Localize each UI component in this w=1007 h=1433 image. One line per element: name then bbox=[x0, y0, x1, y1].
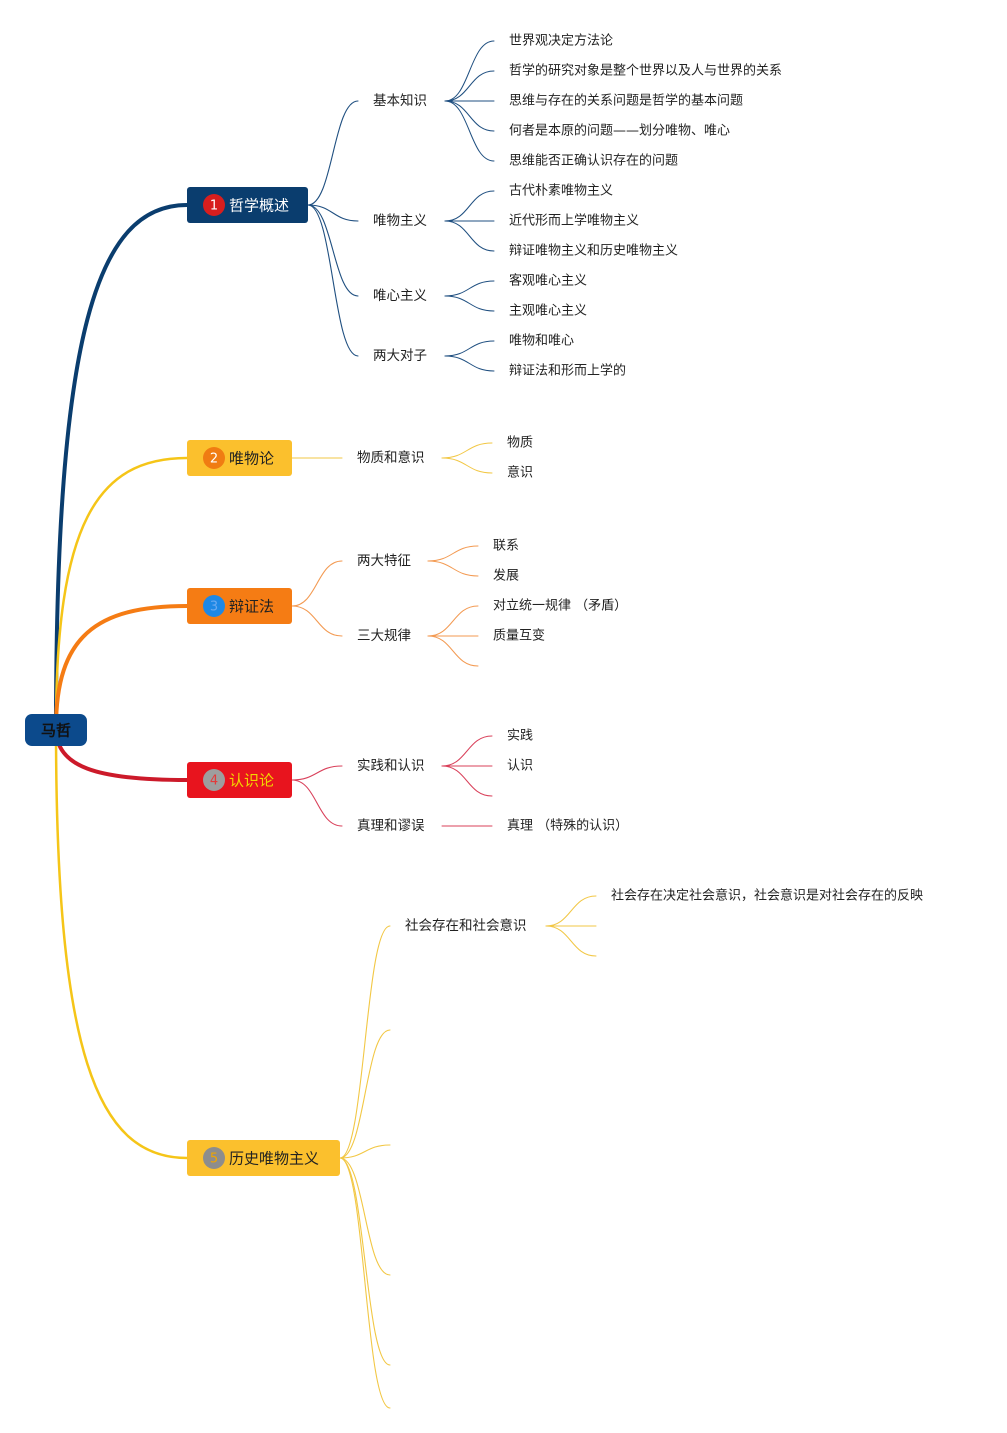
branch-3-label[interactable]: 辩证法 bbox=[229, 598, 274, 616]
leaf-link-1-4-1 bbox=[444, 340, 495, 357]
branch-5-box[interactable] bbox=[187, 1140, 340, 1176]
leaf-3-2-2[interactable]: 质量互变 bbox=[493, 628, 545, 644]
root-link-branch-5 bbox=[54, 726, 189, 1160]
branch-4-number: 4 bbox=[210, 774, 218, 789]
leaf-2-1-1[interactable]: 物质 bbox=[507, 436, 533, 451]
leaf-link-1-1-5 bbox=[444, 100, 495, 162]
branch-5-link-sub-6 bbox=[339, 1157, 391, 1409]
leaf-1-1-2[interactable]: 哲学的研究对象是整个世界以及人与世界的关系 bbox=[509, 63, 782, 79]
leaf-4-2-1[interactable]: 真理 （特殊的认识） bbox=[507, 818, 628, 834]
leaf-link-5-1-3 bbox=[545, 925, 597, 957]
branch-5-link-sub-3 bbox=[339, 1144, 391, 1159]
leaf-1-3-1[interactable]: 客观唯心主义 bbox=[509, 273, 587, 289]
sub-topic-4-2[interactable]: 真理和谬误 bbox=[357, 818, 425, 834]
sub-topic-2-1[interactable]: 物质和意识 bbox=[357, 449, 425, 466]
leaf-link-3-2-1 bbox=[427, 605, 479, 637]
branch-4-link-sub-2 bbox=[291, 779, 343, 827]
branch-2-number-badge bbox=[203, 447, 225, 469]
sub-topic-1-3[interactable]: 唯心主义 bbox=[373, 288, 427, 304]
leaf-3-2-1[interactable]: 对立统一规律 （矛盾） bbox=[493, 599, 627, 614]
leaf-1-2-1[interactable]: 古代朴素唯物主义 bbox=[509, 184, 613, 199]
branch-1[interactable]: 1 哲学概述 bbox=[187, 187, 308, 223]
branch-5-number-badge bbox=[203, 1147, 225, 1169]
sub-topic-3-2[interactable]: 三大规律 bbox=[357, 628, 411, 644]
leaf-link-2-1-1 bbox=[441, 442, 493, 459]
leaf-3-1-1[interactable]: 联系 bbox=[493, 539, 519, 554]
branch-4[interactable]: 4 认识论 bbox=[187, 762, 292, 798]
sub-topic-1-1[interactable]: 基本知识 bbox=[373, 92, 427, 109]
leaf-link-1-4-2 bbox=[444, 355, 495, 372]
branch-5-link-sub-4 bbox=[339, 1157, 391, 1276]
leaf-link-1-2-3 bbox=[444, 220, 495, 252]
leaf-link-1-1-1 bbox=[444, 40, 495, 102]
leaf-link-3-1-1 bbox=[427, 545, 479, 562]
leaf-4-1-1[interactable]: 实践 bbox=[507, 729, 533, 744]
sub-topic-1-2[interactable]: 唯物主义 bbox=[373, 213, 427, 229]
branch-3-link-sub-1 bbox=[291, 560, 343, 607]
leaf-link-4-1-3 bbox=[441, 765, 493, 797]
leaf-link-1-3-1 bbox=[444, 280, 495, 297]
branch-1-link-sub-2 bbox=[307, 204, 359, 222]
leaf-1-4-2[interactable]: 辩证法和形而上学的 bbox=[509, 363, 626, 379]
leaf-link-1-2-1 bbox=[444, 190, 495, 222]
leaf-link-4-1-1 bbox=[441, 735, 493, 767]
leaf-link-3-2-3 bbox=[427, 635, 479, 667]
leaf-3-1-2[interactable]: 发展 bbox=[493, 568, 519, 584]
root-link-branch-2 bbox=[54, 456, 189, 730]
branch-4-link-sub-1 bbox=[291, 765, 343, 781]
leaf-5-1-1[interactable]: 社会存在决定社会意识，社会意识是对社会存在的反映 bbox=[611, 888, 923, 904]
branch-3-number: 3 bbox=[210, 600, 218, 615]
mind-map-links bbox=[54, 40, 597, 1409]
branch-1-link-sub-1 bbox=[307, 100, 359, 206]
branch-5-label[interactable]: 历史唯物主义 bbox=[229, 1150, 319, 1168]
branch-5-link-sub-5 bbox=[339, 1157, 391, 1366]
leaf-1-1-5[interactable]: 思维能否正确认识存在的问题 bbox=[509, 153, 678, 169]
leaf-link-1-3-2 bbox=[444, 295, 495, 312]
leaf-link-1-1-4 bbox=[444, 100, 495, 132]
leaf-1-1-3[interactable]: 思维与存在的关系问题是哲学的基本问题 bbox=[509, 93, 743, 109]
branch-2-label[interactable]: 唯物论 bbox=[229, 450, 274, 468]
leaf-1-3-2[interactable]: 主观唯心主义 bbox=[509, 304, 587, 319]
branch-4-label[interactable]: 认识论 bbox=[229, 772, 274, 790]
sub-topic-1-4[interactable]: 两大对子 bbox=[373, 348, 427, 364]
leaf-1-1-1[interactable]: 世界观决定方法论 bbox=[509, 33, 613, 49]
branch-1-label[interactable]: 哲学概述 bbox=[229, 197, 289, 215]
branch-3[interactable]: 3 辩证法 bbox=[187, 588, 292, 624]
leaf-4-1-2[interactable]: 认识 bbox=[507, 759, 533, 774]
mind-map-nodes: 1 哲学概述 基本知识 世界观决定方法论哲学的研究对象是整个世界以及人与世界的关系思维… bbox=[25, 33, 923, 1176]
branch-5[interactable]: 5 历史唯物主义 bbox=[187, 1140, 340, 1176]
root-link-branch-3 bbox=[54, 604, 189, 730]
root-link-branch-1 bbox=[54, 203, 189, 730]
leaf-1-2-3[interactable]: 辩证唯物主义和历史唯物主义 bbox=[509, 244, 678, 259]
branch-2[interactable]: 2 唯物论 bbox=[187, 440, 292, 476]
branch-3-link-sub-2 bbox=[291, 605, 343, 637]
leaf-link-3-1-2 bbox=[427, 560, 479, 577]
sub-topic-4-1[interactable]: 实践和认识 bbox=[357, 758, 425, 774]
branch-5-link-sub-2 bbox=[339, 1029, 391, 1159]
leaf-2-1-2[interactable]: 意识 bbox=[507, 465, 533, 481]
leaf-1-2-2[interactable]: 近代形而上学唯物主义 bbox=[509, 213, 639, 229]
branch-4-number-badge bbox=[203, 769, 225, 791]
root-node-label[interactable]: 马哲 bbox=[41, 722, 71, 740]
branch-5-number: 5 bbox=[210, 1152, 218, 1167]
leaf-1-4-1[interactable]: 唯物和唯心 bbox=[509, 334, 574, 349]
branch-1-link-sub-4 bbox=[307, 204, 359, 357]
root-node-box[interactable] bbox=[25, 714, 87, 746]
leaf-link-2-1-2 bbox=[441, 457, 493, 474]
sub-topic-3-1[interactable]: 两大特征 bbox=[357, 553, 411, 569]
sub-topic-5-1[interactable]: 社会存在和社会意识 bbox=[405, 917, 527, 934]
branch-2-number: 2 bbox=[210, 452, 218, 467]
branch-1-number: 1 bbox=[210, 199, 218, 214]
leaf-link-5-1-1 bbox=[545, 895, 597, 927]
leaf-link-1-1-2 bbox=[444, 70, 495, 102]
branch-1-link-sub-3 bbox=[307, 204, 359, 297]
branch-1-number-badge bbox=[203, 194, 225, 216]
root-node[interactable]: 马哲 bbox=[25, 714, 87, 746]
leaf-1-1-4[interactable]: 何者是本原的问题——划分唯物、唯心 bbox=[509, 123, 730, 139]
branch-3-number-badge bbox=[203, 595, 225, 617]
branch-5-link-sub-1 bbox=[339, 925, 391, 1159]
